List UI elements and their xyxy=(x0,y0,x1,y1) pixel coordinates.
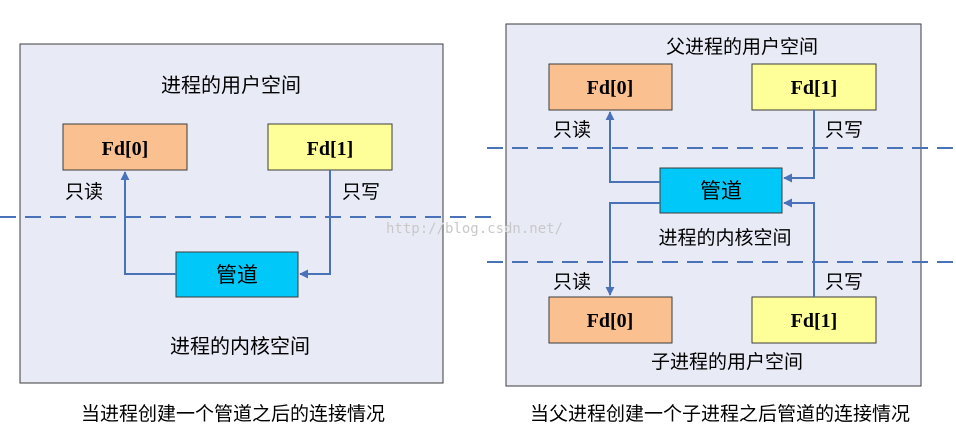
child-fd0-label: Fd[0] xyxy=(587,310,634,332)
right-pipe-label: 管道 xyxy=(700,179,742,203)
parent-write-only-label: 只写 xyxy=(825,119,863,141)
parent-read-only-label: 只读 xyxy=(553,119,591,141)
parent-read-arrow xyxy=(605,111,660,183)
left-kernel-space-label: 进程的内核空间 xyxy=(170,334,310,358)
child-user-space-label: 子进程的用户空间 xyxy=(651,351,803,373)
parent-write-arrow xyxy=(783,110,815,183)
child-read-only-label: 只读 xyxy=(553,271,591,293)
left-pipe-box xyxy=(175,251,299,298)
left-read-arrow xyxy=(120,171,176,275)
left-caption: 当进程创建一个管道之后的连接情况 xyxy=(81,403,385,425)
child-fd1-label: Fd[1] xyxy=(791,310,838,332)
left-user-space-label: 进程的用户空间 xyxy=(161,73,301,97)
child-read-arrow xyxy=(605,202,660,296)
child-write-arrow xyxy=(783,198,815,297)
parent-fd1-box xyxy=(751,63,877,111)
parent-fd0-box xyxy=(548,63,673,111)
left-fd1-label: Fd[1] xyxy=(307,138,354,160)
left-fd0-box xyxy=(62,123,188,171)
left-panel xyxy=(19,43,444,384)
parent-fd0-label: Fd[0] xyxy=(587,77,634,99)
watermark: http://blog.csdn.net/ xyxy=(386,221,563,237)
right-caption: 当父进程创建一个子进程之后管道的连接情况 xyxy=(530,403,910,425)
child-fd0-box xyxy=(548,296,673,344)
left-read-only-label: 只读 xyxy=(65,181,103,203)
left-pipe-label: 管道 xyxy=(216,263,258,287)
child-write-only-label: 只写 xyxy=(825,271,863,293)
parent-user-space-label: 父进程的用户空间 xyxy=(666,36,818,58)
left-fd1-box xyxy=(267,123,393,171)
right-pipe-box xyxy=(659,167,783,214)
right-kernel-space-label: 进程的内核空间 xyxy=(658,227,791,249)
parent-fd1-label: Fd[1] xyxy=(791,77,838,99)
left-write-arrow xyxy=(299,170,331,279)
left-write-only-label: 只写 xyxy=(342,181,380,203)
left-fd0-label: Fd[0] xyxy=(102,138,149,160)
